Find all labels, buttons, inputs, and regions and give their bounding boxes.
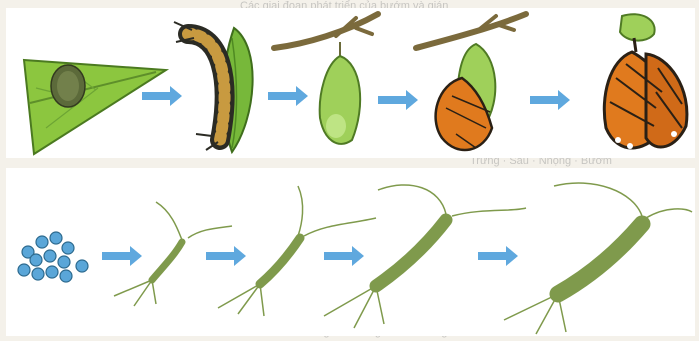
arrow-5 bbox=[102, 246, 142, 266]
silverfish-adult bbox=[504, 183, 692, 334]
arrow-3 bbox=[378, 90, 418, 110]
caterpillar-on-leaf bbox=[174, 22, 253, 152]
leaf-with-egg bbox=[24, 60, 166, 154]
arrow-4 bbox=[530, 90, 570, 110]
arrow-7 bbox=[324, 246, 364, 266]
butterfly-row-svg bbox=[6, 8, 695, 158]
arrow-8 bbox=[478, 246, 518, 266]
butterfly-row bbox=[6, 8, 695, 158]
chrysalis-on-twig bbox=[274, 14, 378, 144]
adult-butterfly bbox=[604, 14, 687, 149]
silverfish-row-svg bbox=[6, 168, 695, 336]
egg-cluster bbox=[18, 232, 88, 282]
arrow-6 bbox=[206, 246, 246, 266]
arrow-1 bbox=[142, 86, 182, 106]
arrow-2 bbox=[268, 86, 308, 106]
emerging-butterfly bbox=[416, 14, 526, 150]
silverfish-row bbox=[6, 168, 695, 336]
